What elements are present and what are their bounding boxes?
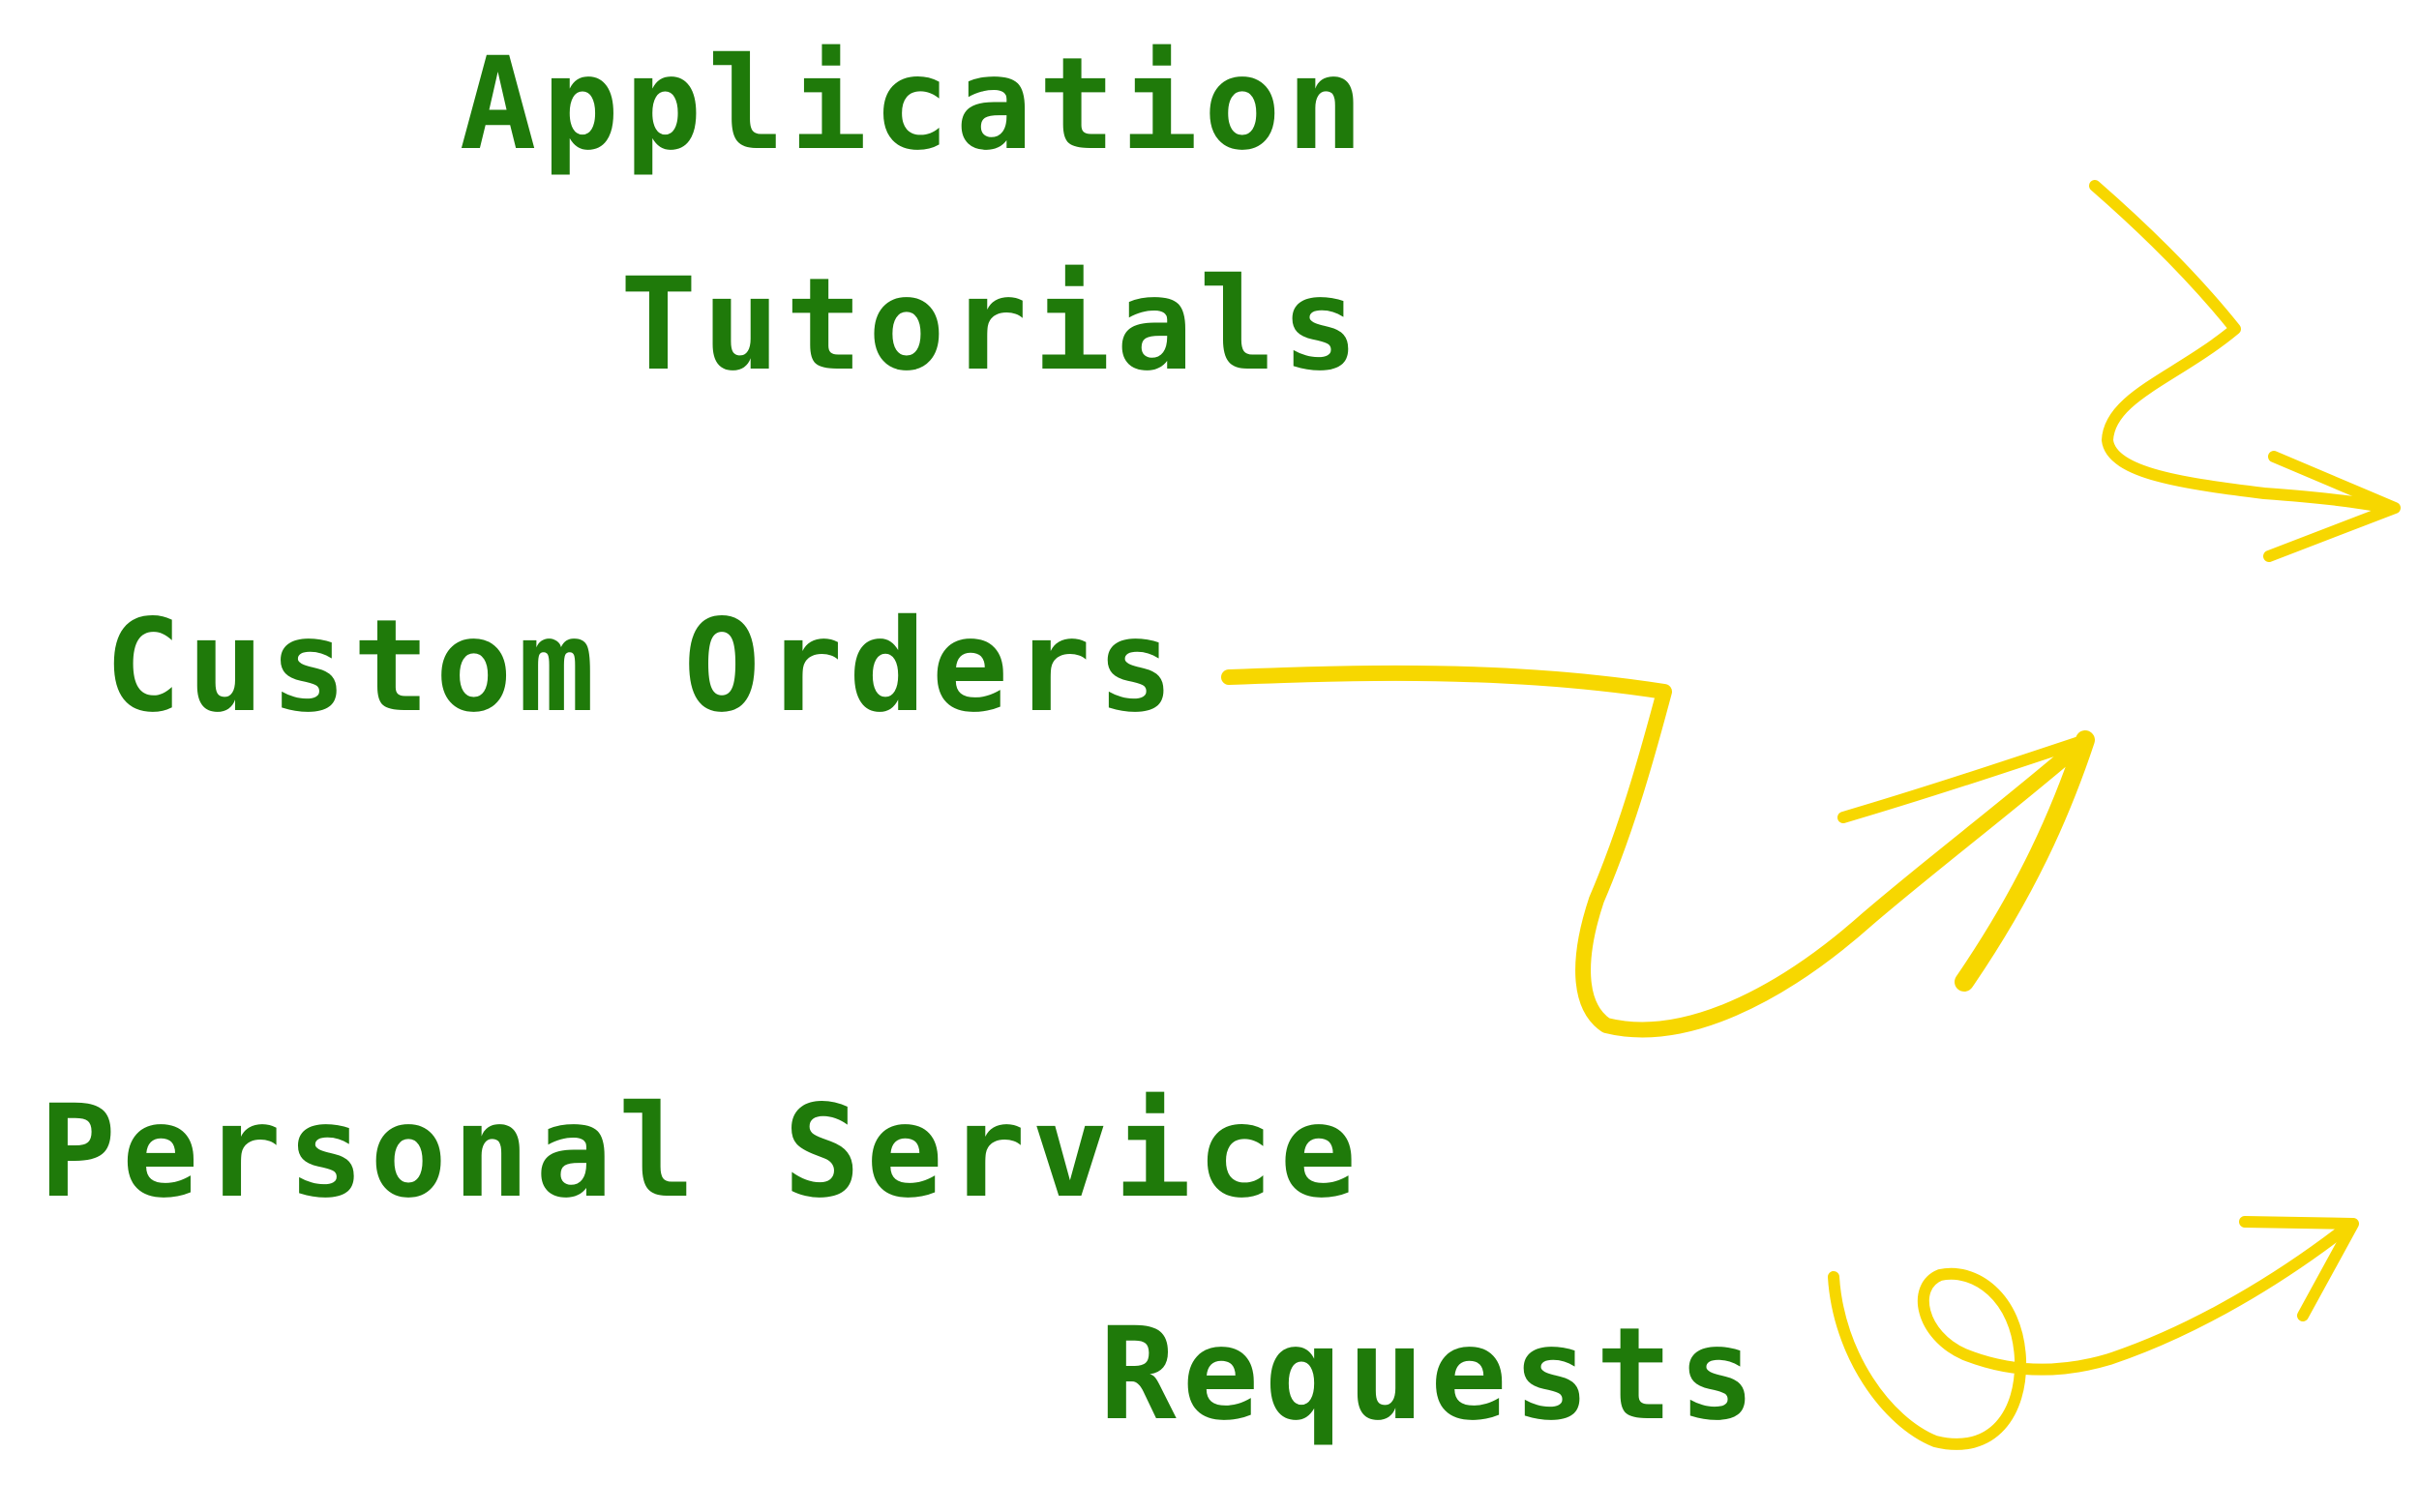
zigzag-arrow-icon (2089, 180, 2401, 562)
loop-arrow-icon (1828, 1216, 2359, 1450)
label-requests: Requests (1099, 1300, 1761, 1449)
label-tutorials: Tutorials (619, 251, 1364, 400)
label-custom-orders: Custom Orders (105, 592, 1180, 741)
label-application: Application (459, 30, 1369, 179)
label-personal-service: Personal Service (39, 1078, 1362, 1227)
up-right-arrow-icon (1221, 665, 2095, 1038)
